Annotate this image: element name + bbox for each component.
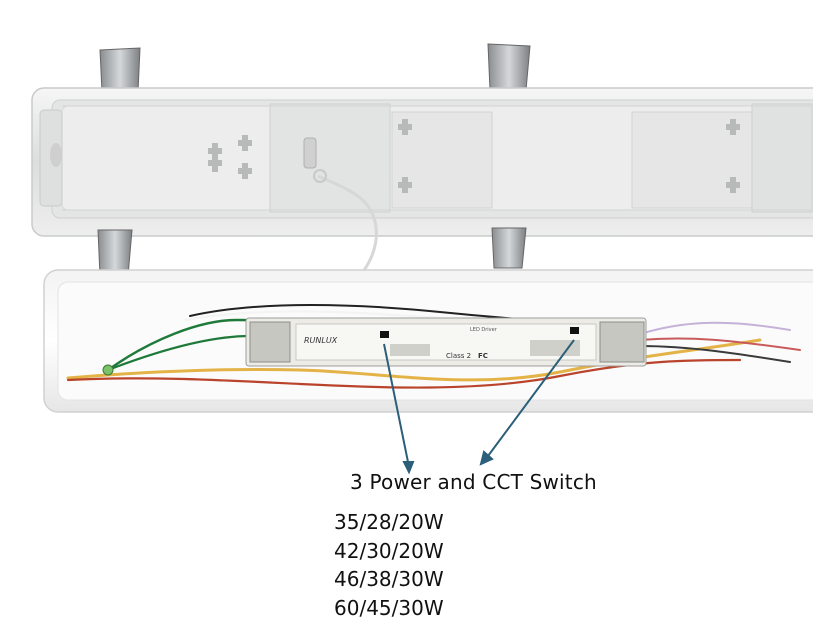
wattage-option: 42/30/20W <box>334 538 444 563</box>
wattage-option: 60/45/30W <box>334 595 444 620</box>
driver-brand: RUNLUX <box>304 336 338 345</box>
switch-right <box>570 327 579 334</box>
ground-screw <box>102 364 114 376</box>
housing-tray <box>31 87 813 237</box>
wattage-option: 35/28/20W <box>334 510 444 534</box>
top-clips <box>99 43 531 93</box>
annotation-arrows <box>383 339 575 475</box>
driver-cert: FC <box>478 352 488 360</box>
wiring <box>66 304 801 389</box>
driver-class: Class 2 <box>446 352 471 360</box>
switch-caption: 3 Power and CCT Switch <box>350 470 597 494</box>
bottom-clips <box>97 227 527 277</box>
wattage-options: 35/28/20W 42/30/20W 46/38/30W 60/45/30W <box>334 508 444 622</box>
wattage-option: 46/38/30W <box>334 567 444 591</box>
led-driver: RUNLUX LED Driver Class 2 FC <box>245 317 647 367</box>
switch-left <box>380 331 389 338</box>
driver-label-title: LED Driver <box>470 327 498 333</box>
